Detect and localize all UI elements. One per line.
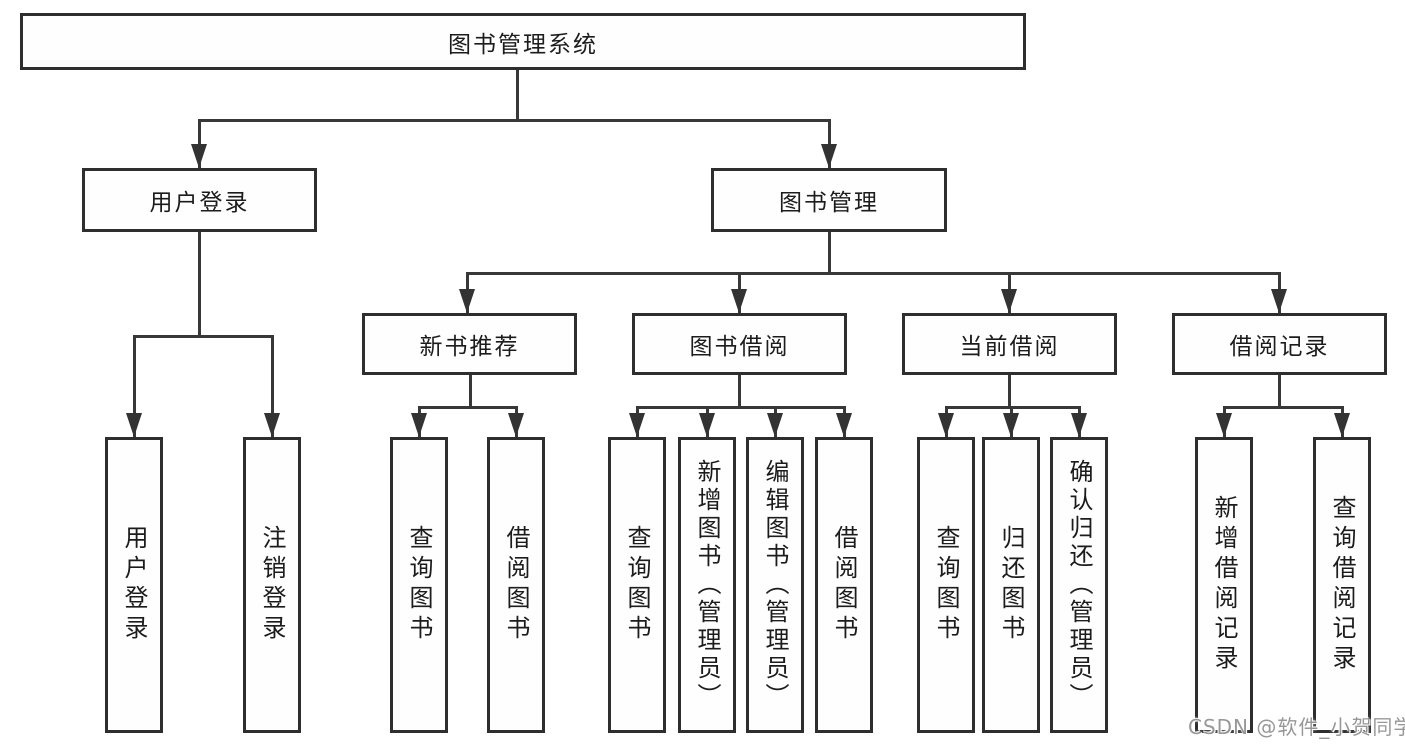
leaf-confirm-return-admin: 确认归还（管理员） (1050, 437, 1108, 733)
arrowhead-down-icon (126, 413, 142, 437)
leaf-return-books: 归还图书 (982, 437, 1040, 733)
leaf-user-login: 用户登录 (105, 437, 163, 733)
connector-line (465, 271, 1281, 275)
leaf-add-books-admin: 新增图书（管理员） (678, 437, 736, 733)
leaf-query-borrow-record: 查询借阅记录 (1313, 437, 1371, 733)
arrowhead-down-icon (1071, 413, 1087, 437)
arrowhead-down-icon (1271, 289, 1287, 313)
arrowhead-down-icon (938, 413, 954, 437)
connector-line (737, 375, 741, 407)
connector-line (1277, 375, 1281, 407)
connector-line (270, 336, 274, 437)
connector-line (635, 405, 846, 409)
connector-line (197, 118, 831, 122)
node-new-book-recommend: 新书推荐 (362, 313, 577, 375)
connector-line (132, 336, 136, 437)
connector-line (827, 232, 831, 273)
connector-line (944, 405, 1081, 409)
leaf-query-books-3: 查询图书 (917, 437, 975, 733)
arrowhead-down-icon (699, 413, 715, 437)
arrowhead-down-icon (767, 413, 783, 437)
arrowhead-down-icon (508, 413, 524, 437)
connector-line (468, 375, 472, 407)
arrowhead-down-icon (1001, 289, 1017, 313)
arrowhead-down-icon (191, 144, 207, 168)
connector-line (515, 68, 519, 121)
arrowhead-down-icon (1216, 413, 1232, 437)
node-book-borrowing: 图书借阅 (632, 313, 847, 375)
leaf-logout: 注销登录 (243, 437, 301, 733)
node-borrowing-records: 借阅记录 (1172, 313, 1387, 375)
arrowhead-down-icon (1334, 413, 1350, 437)
arrowhead-down-icon (264, 413, 280, 437)
connector-line (417, 405, 518, 409)
leaf-borrow-books-2: 借阅图书 (815, 437, 873, 733)
connector-line (1222, 405, 1344, 409)
arrowhead-down-icon (821, 144, 837, 168)
connector-line (132, 334, 274, 338)
arrowhead-down-icon (411, 413, 427, 437)
arrowhead-down-icon (1003, 413, 1019, 437)
watermark: CSDN @软件_小贺同学 (1188, 715, 1405, 739)
node-book-management: 图书管理 (711, 168, 947, 232)
node-current-borrowing: 当前借阅 (902, 313, 1117, 375)
node-user-login: 用户登录 (82, 168, 317, 232)
leaf-add-borrow-record: 新增借阅记录 (1195, 437, 1253, 733)
node-library-system: 图书管理系统 (20, 13, 1026, 70)
arrowhead-down-icon (731, 289, 747, 313)
connector-line (197, 232, 201, 336)
arrowhead-down-icon (836, 413, 852, 437)
leaf-edit-books-admin: 编辑图书（管理员） (746, 437, 804, 733)
leaf-query-books-1: 查询图书 (390, 437, 448, 733)
leaf-query-books-2: 查询图书 (608, 437, 666, 733)
arrowhead-down-icon (459, 289, 475, 313)
leaf-borrow-books-1: 借阅图书 (487, 437, 545, 733)
arrowhead-down-icon (629, 413, 645, 437)
connector-line (1007, 375, 1011, 407)
